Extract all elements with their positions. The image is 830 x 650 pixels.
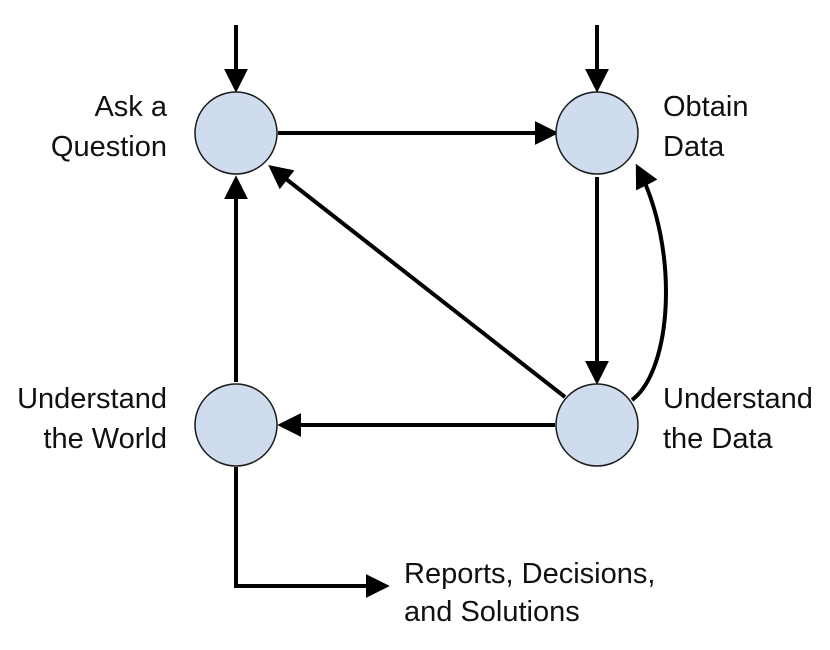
node-understand-data bbox=[555, 383, 639, 467]
label-ask-question-line2: Question bbox=[51, 131, 167, 163]
label-understand-world-line1: Understand bbox=[17, 383, 167, 415]
label-understand-world-line2: the World bbox=[43, 423, 167, 455]
label-ask-question-line1: Ask a bbox=[94, 91, 167, 123]
edge-understand-data-to-obtain bbox=[630, 163, 668, 402]
label-output-line2: and Solutions bbox=[404, 596, 580, 628]
label-obtain-data-line2: Data bbox=[663, 131, 725, 163]
node-obtain-data bbox=[555, 91, 639, 175]
label-understand-data-line2: the Data bbox=[663, 423, 773, 455]
edge-understand-data-to-ask bbox=[268, 165, 567, 399]
label-output-line1: Reports, Decisions, bbox=[404, 558, 655, 590]
node-ask-question bbox=[194, 91, 278, 175]
label-understand-data-line1: Understand bbox=[663, 383, 813, 415]
node-understand-world bbox=[194, 383, 278, 467]
edge-world-to-reports bbox=[234, 467, 390, 598]
label-obtain-data-line1: Obtain bbox=[663, 91, 748, 123]
